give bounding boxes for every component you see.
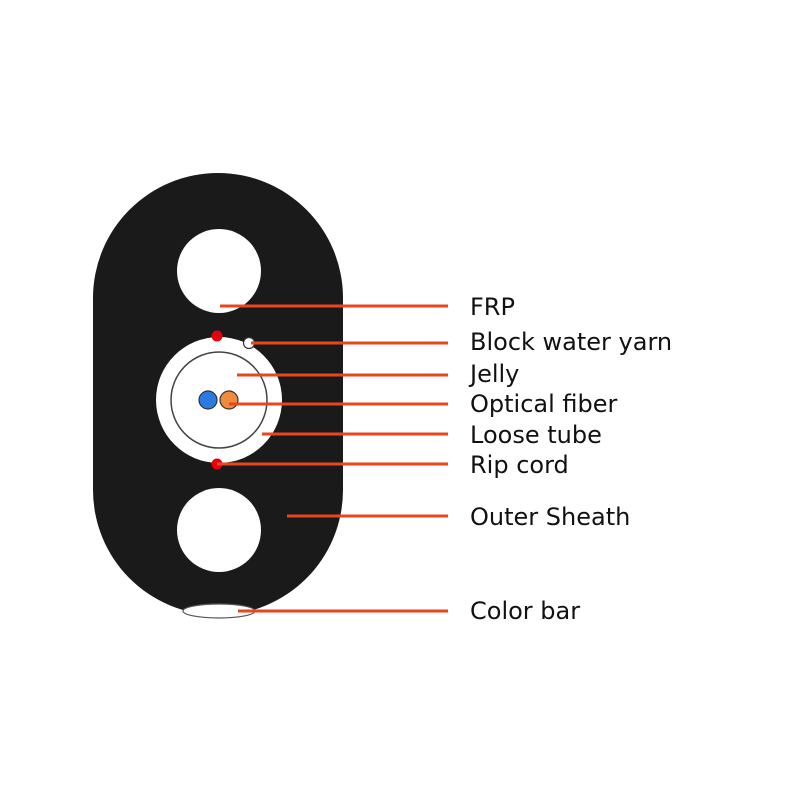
optical-fiber-orange [219,390,239,410]
label-frp: FRP [470,293,515,321]
loose-tube-inner-ring [170,351,268,449]
label-optical-fiber: Optical fiber [470,390,618,418]
leader-lines [217,304,448,613]
label-jelly: Jelly [468,360,519,388]
frp-bottom [177,488,261,572]
optical-fiber-blue [198,390,218,410]
frp-top [177,229,261,313]
rip-cord-top [211,330,223,342]
loose-tube-outer [156,337,282,463]
label-color-bar: Color bar [470,597,580,625]
label-rip-cord: Rip cord [470,451,569,479]
label-outer-sheath: Outer Sheath [470,503,630,531]
label-loose-tube: Loose tube [470,421,602,449]
label-block-water-yarn: Block water yarn [470,328,672,356]
